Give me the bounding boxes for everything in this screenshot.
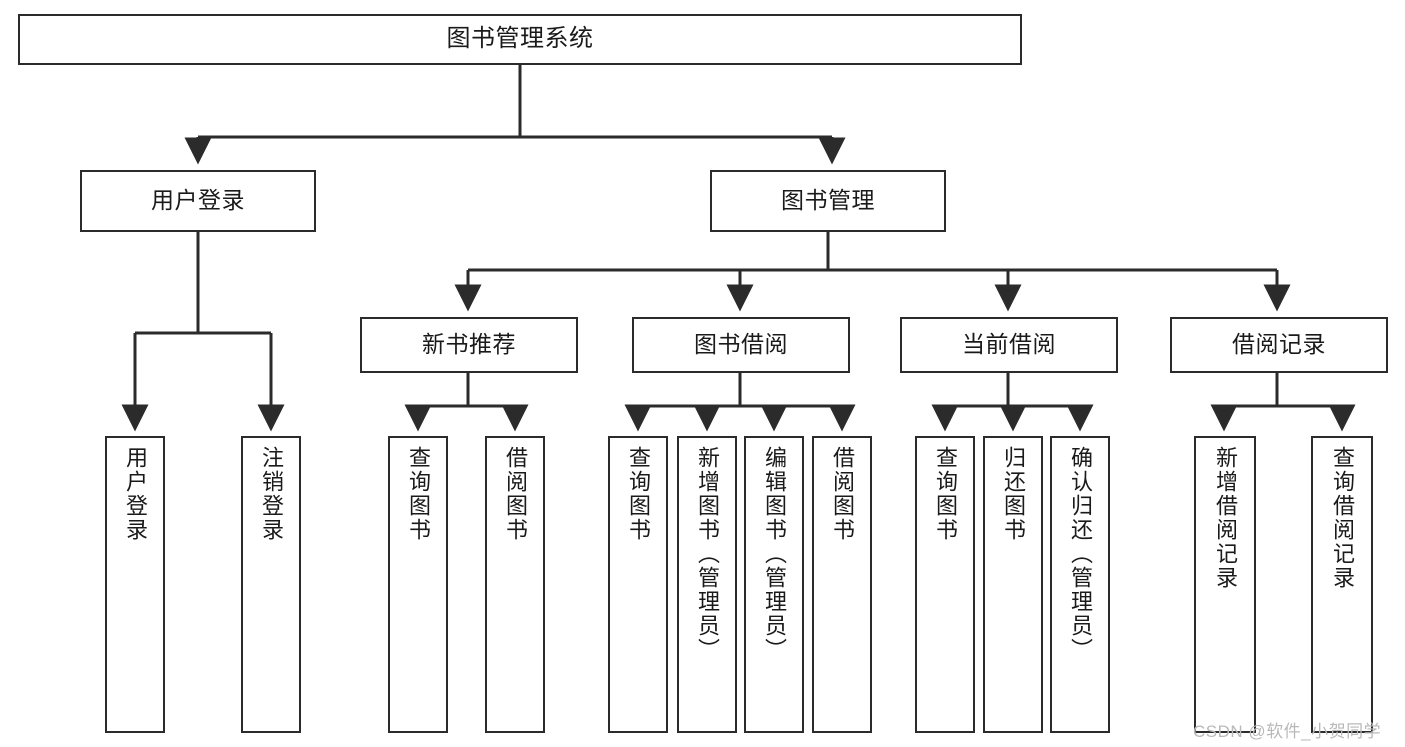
node-leaf-query-book-current[interactable]: 查询图书 [915,436,975,733]
node-label: 编辑图书（管理员） [762,446,787,662]
node-label: 查询借阅记录 [1330,446,1355,590]
node-label: 注销登录 [259,446,284,542]
node-borrow-record[interactable]: 借阅记录 [1170,317,1388,373]
node-leaf-query-borrow-record[interactable]: 查询借阅记录 [1311,436,1373,733]
node-label: 借阅图书 [503,446,528,542]
node-label: 查询图书 [933,446,958,542]
node-label: 借阅记录 [1232,331,1326,358]
node-new-book-recommend[interactable]: 新书推荐 [360,317,578,373]
node-user-login[interactable]: 用户登录 [80,170,316,232]
node-leaf-add-borrow-record[interactable]: 新增借阅记录 [1194,436,1256,733]
node-label: 图书管理系统 [446,25,594,53]
node-leaf-borrow-book[interactable]: 借阅图书 [812,436,872,733]
node-current-borrow[interactable]: 当前借阅 [900,317,1118,373]
node-label: 图书借阅 [694,331,788,358]
node-label: 新书推荐 [422,331,516,358]
node-leaf-logout[interactable]: 注销登录 [241,436,301,733]
node-root-book-management-system[interactable]: 图书管理系统 [18,14,1022,65]
watermark-csdn: CSDN @软件_小贺同学 [1193,722,1382,741]
node-label: 借阅图书 [830,446,855,542]
node-leaf-user-login[interactable]: 用户登录 [105,436,165,733]
node-label: 图书管理 [781,187,875,214]
node-book-borrow[interactable]: 图书借阅 [632,317,850,373]
node-leaf-confirm-return-admin[interactable]: 确认归还（管理员） [1050,436,1110,733]
node-leaf-borrow-book-recommend[interactable]: 借阅图书 [485,436,545,733]
node-leaf-edit-book-admin[interactable]: 编辑图书（管理员） [744,436,804,733]
node-label: 查询图书 [406,446,431,542]
node-leaf-return-book[interactable]: 归还图书 [983,436,1043,733]
node-label: 查询图书 [626,446,651,542]
node-label: 用户登录 [151,187,245,214]
node-leaf-query-book-borrow[interactable]: 查询图书 [608,436,668,733]
node-label: 用户登录 [123,446,148,542]
node-leaf-add-book-admin[interactable]: 新增图书（管理员） [677,436,737,733]
node-leaf-query-book-recommend[interactable]: 查询图书 [388,436,448,733]
node-book-management[interactable]: 图书管理 [710,170,946,232]
node-label: 当前借阅 [962,331,1056,358]
node-label: 确认归还（管理员） [1068,446,1093,662]
node-label: 新增图书（管理员） [695,446,720,662]
node-label: 新增借阅记录 [1213,446,1238,590]
node-label: 归还图书 [1001,446,1026,542]
